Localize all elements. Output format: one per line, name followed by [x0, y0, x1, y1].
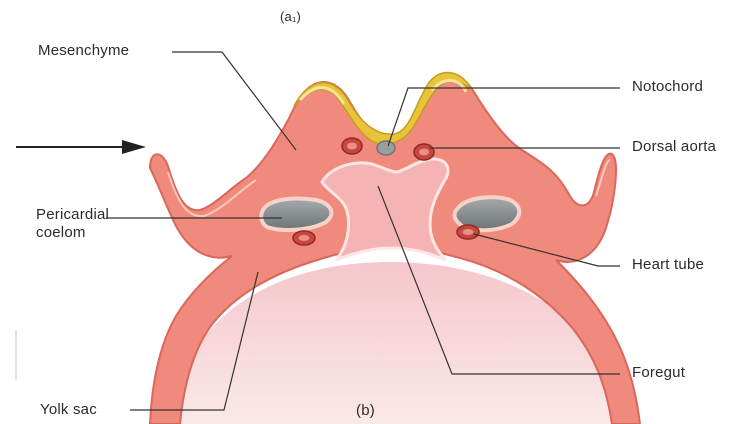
- label-pericardial-line2: coelom: [36, 224, 86, 242]
- label-dorsal-aorta: Dorsal aorta: [632, 138, 716, 156]
- leader-mesenchyme: [172, 52, 296, 150]
- pericardial-coelom-left: [261, 199, 331, 231]
- label-yolk-sac: Yolk sac: [40, 401, 97, 419]
- label-notochord: Notochord: [632, 78, 703, 96]
- notochord-shape: [377, 141, 395, 155]
- label-pericardial-line1: Pericardial: [36, 206, 109, 224]
- caption-bottom: (b): [356, 402, 375, 420]
- label-mesenchyme: Mesenchyme: [38, 42, 129, 60]
- caption-top: (a₁): [280, 8, 301, 26]
- label-foregut: Foregut: [632, 364, 685, 382]
- arrowhead: [122, 140, 146, 154]
- label-heart-tube: Heart tube: [632, 256, 704, 274]
